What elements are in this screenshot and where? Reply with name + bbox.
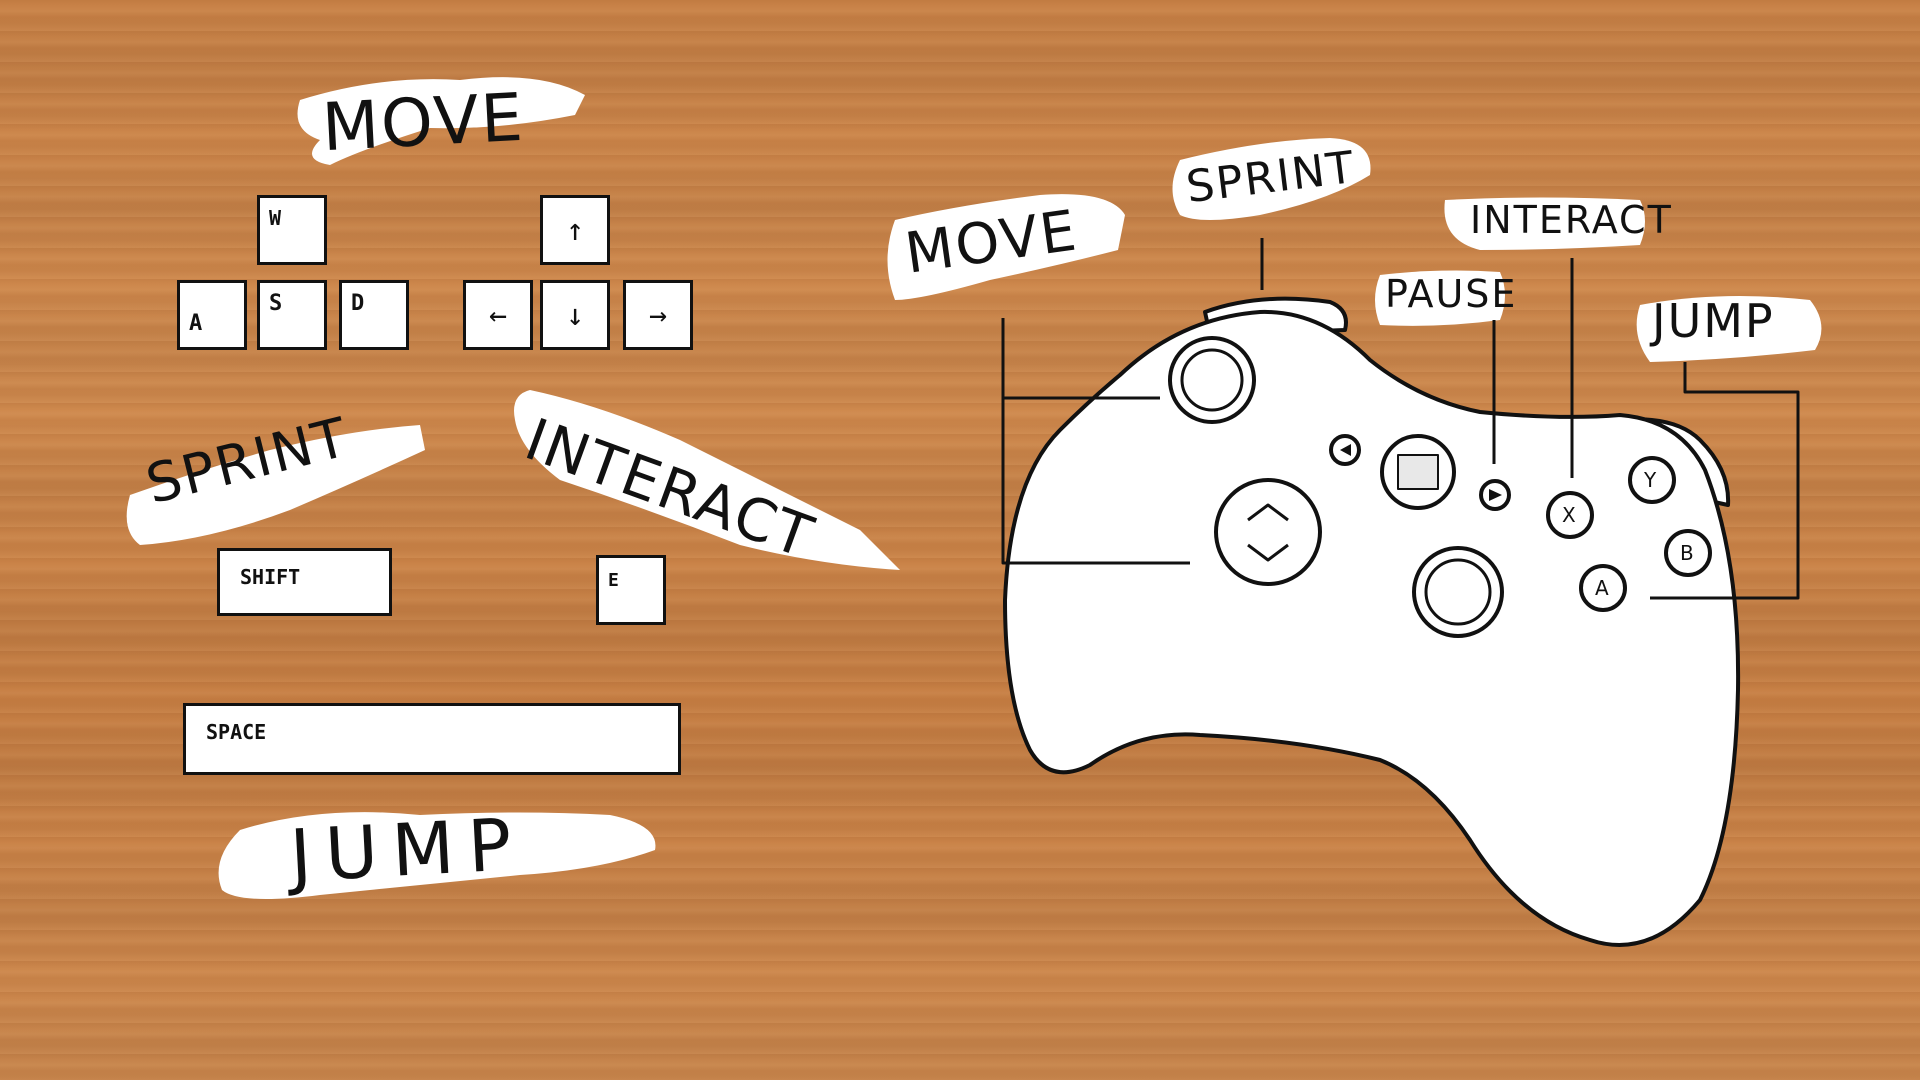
- controller-body: [1003, 309, 1741, 947]
- key-a: A: [177, 280, 247, 350]
- paint-stroke: [218, 812, 656, 899]
- paint-stroke: [297, 77, 585, 165]
- key-shift: SHIFT: [217, 548, 392, 616]
- key-right-arrow: →: [623, 280, 693, 350]
- down-arrow-icon: ↓: [565, 297, 585, 333]
- y-button: [1628, 456, 1676, 504]
- left-arrow-icon: ←: [488, 297, 508, 333]
- b-button: [1664, 529, 1712, 577]
- paint-stroke: [887, 194, 1125, 300]
- key-left-arrow: ←: [463, 280, 533, 350]
- controller-illustration: [1001, 238, 1800, 947]
- x-button-label: X: [1562, 503, 1576, 527]
- key-s: S: [257, 280, 327, 350]
- b-button-label: B: [1680, 541, 1694, 565]
- controller-jump-label: JUMP: [1652, 294, 1775, 348]
- key-s-label: S: [269, 291, 283, 316]
- key-shift-label: SHIFT: [240, 565, 301, 589]
- paint-stroke: [1375, 270, 1505, 326]
- a-button-label: A: [1595, 576, 1609, 600]
- paint-stroke: [126, 425, 426, 545]
- key-up-arrow: ↑: [540, 195, 610, 265]
- key-a-label: A: [189, 311, 203, 336]
- paint-stroke: [1636, 296, 1822, 362]
- key-d: D: [339, 280, 409, 350]
- key-e-label: E: [608, 570, 619, 591]
- dpad: [1214, 478, 1322, 586]
- key-space-label: SPACE: [206, 720, 267, 744]
- controller-pause-label: PAUSE: [1385, 272, 1518, 316]
- key-w: W: [257, 195, 327, 265]
- key-e: E: [596, 555, 666, 625]
- right-arrow-icon: →: [648, 297, 668, 333]
- controller-interact-label: INTERACT: [1470, 198, 1673, 242]
- key-w-label: W: [269, 206, 282, 230]
- key-d-label: D: [351, 291, 365, 316]
- up-arrow-icon: ↑: [565, 212, 585, 248]
- x-button: [1546, 491, 1594, 539]
- key-space: SPACE: [183, 703, 681, 775]
- paint-stroke: [1172, 138, 1371, 220]
- key-down-arrow: ↓: [540, 280, 610, 350]
- y-button-label: Y: [1644, 468, 1657, 492]
- move-heading: MOVE: [320, 78, 527, 167]
- paint-stroke: [1444, 197, 1645, 250]
- jump-heading: JUMP: [287, 801, 528, 899]
- paint-stroke: [514, 390, 900, 570]
- a-button: [1579, 564, 1627, 612]
